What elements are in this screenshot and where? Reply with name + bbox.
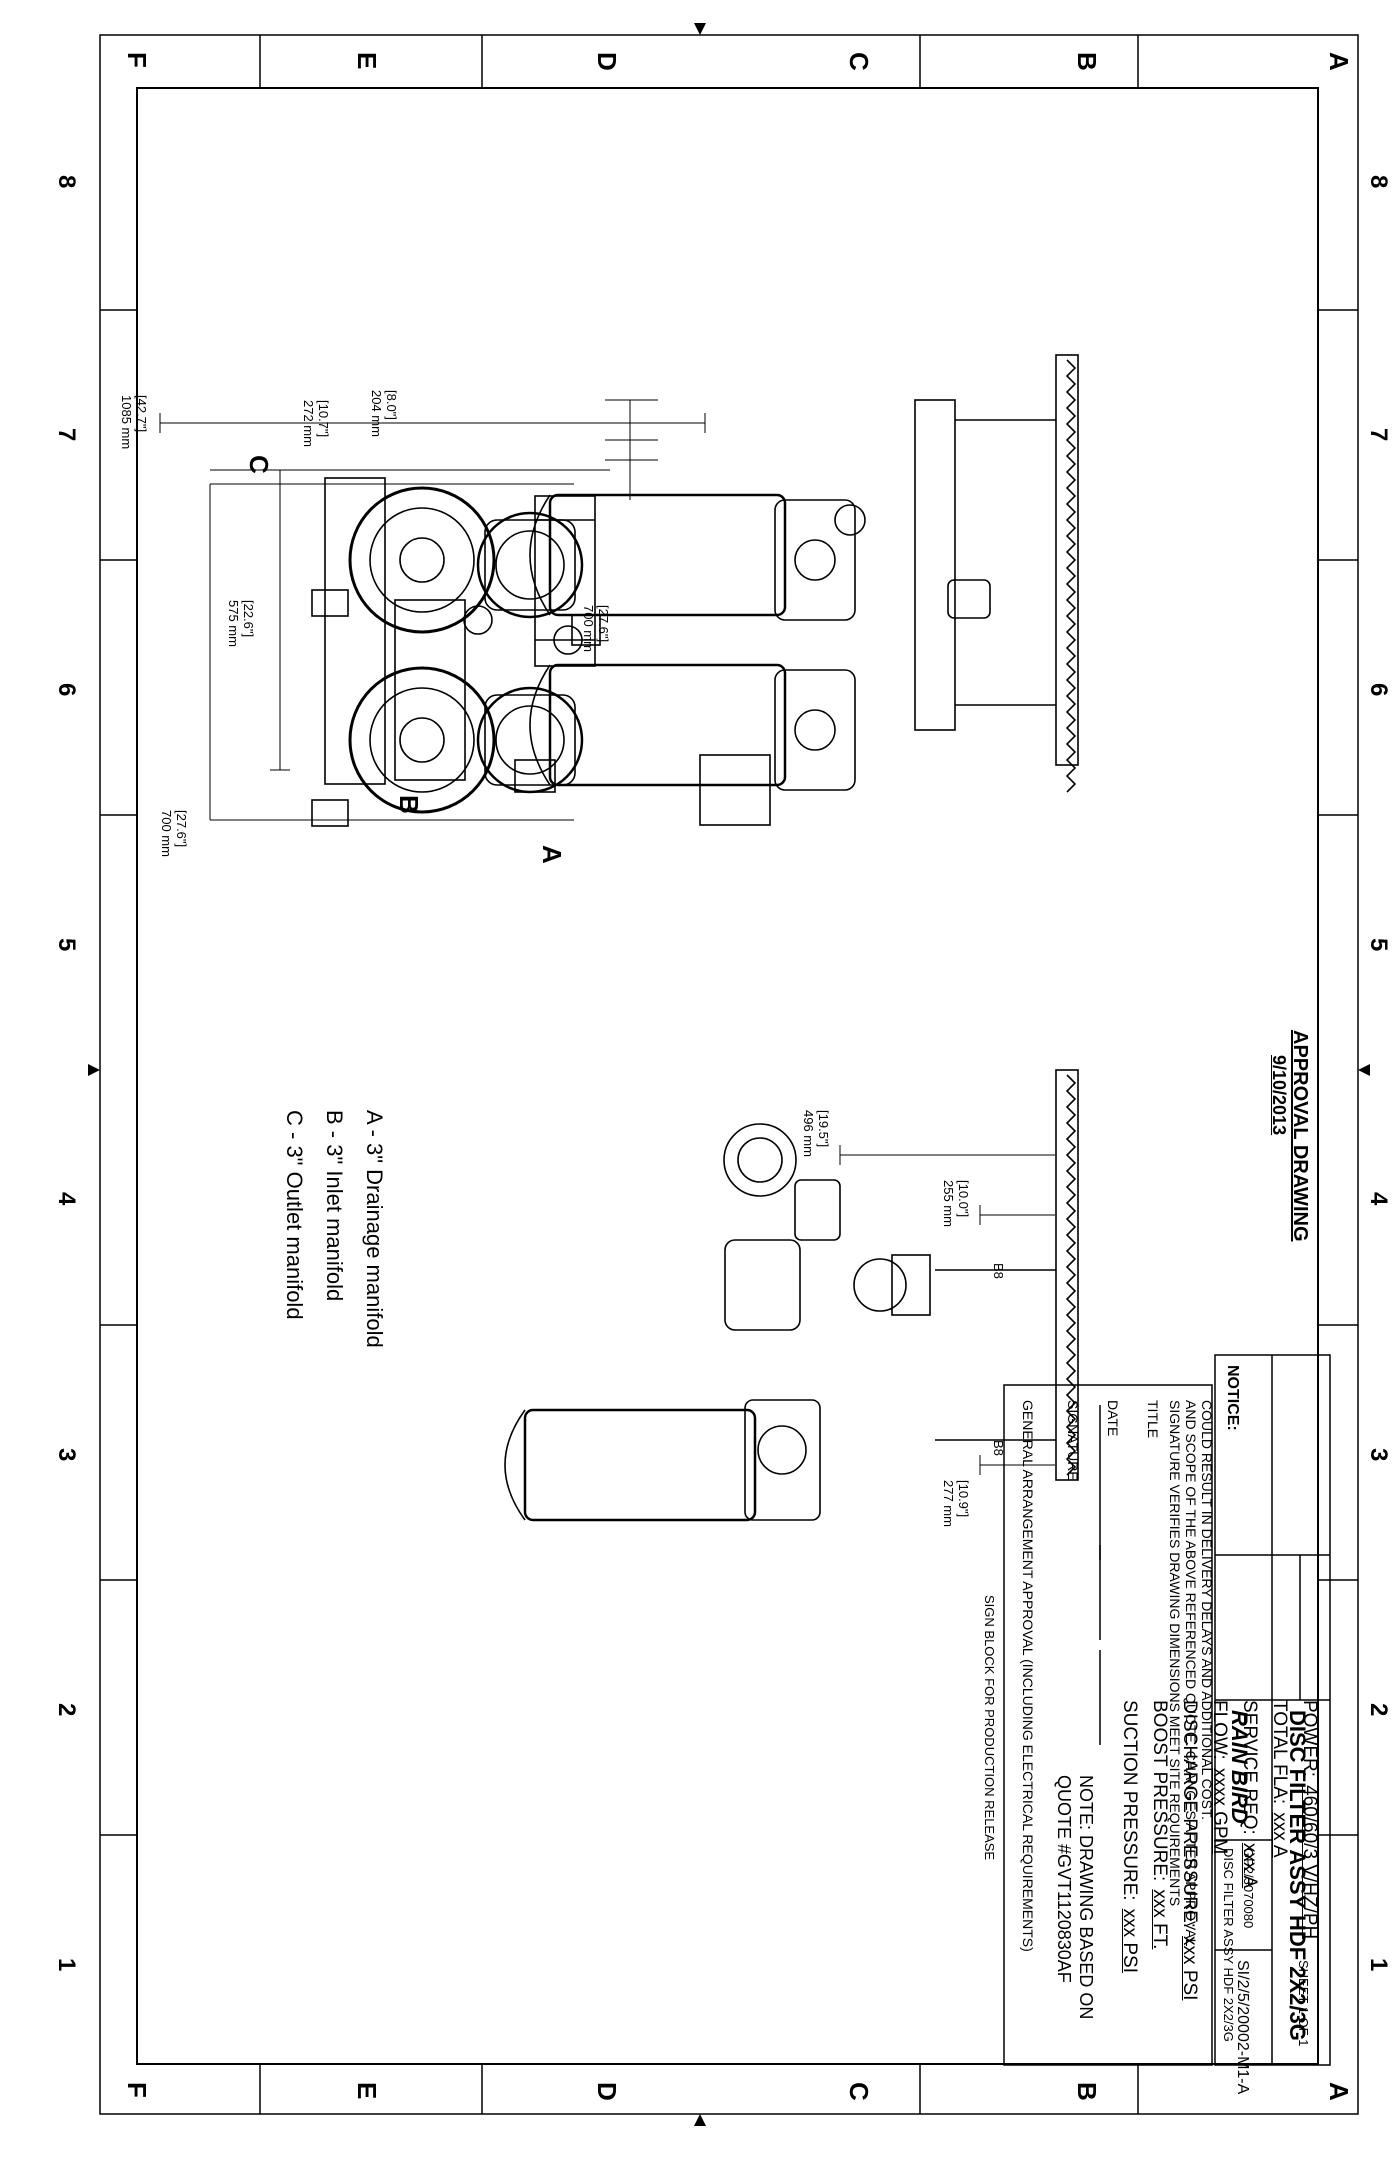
dim-255-in: [10.0"] [956, 1180, 971, 1218]
dim-204-in: [8.0"] [384, 390, 399, 420]
dim-1085-mm: 1085 mm [119, 395, 134, 450]
grid-col-6-left: 6 [1365, 683, 1392, 697]
dim-700a-mm: 700 mm [581, 605, 596, 652]
tag-b8-1: B8 [991, 1263, 1006, 1279]
grid-label-c-bottom: C [844, 2082, 874, 2101]
drawing-number: SI/2/5/20002-M1-A [1234, 1960, 1251, 2095]
brand-logo: RAIN BIRD [1227, 1710, 1252, 1824]
sign-block-verify-2: AND SCOPE OF THE ABOVE REFERENCED QUOTE.… [1183, 1400, 1199, 1947]
sign-block-header: SIGN BLOCK FOR PRODUCTION RELEASE [982, 1595, 997, 1861]
dim-255-mm: 255 mm [941, 1180, 956, 1227]
grid-col-7-right: 7 [53, 428, 80, 442]
dim-700a-in: [27.6"] [596, 605, 611, 643]
note-line-1: NOTE: DRAWING BASED ON [1076, 1775, 1096, 2020]
grid-label-e-bottom: E [352, 2082, 382, 2100]
grid-label-b-bottom: B [1072, 2082, 1102, 2101]
grid-col-7-left: 7 [1365, 428, 1392, 442]
legend-item-b: B - 3" Inlet manifold [322, 1110, 347, 1302]
grid-label-b-top: B [1072, 52, 1102, 71]
grid-label-f-top: F [122, 52, 152, 68]
grid-label-c-top: C [844, 52, 874, 71]
sheet-number: SHEET 1 OF 1 [1296, 1960, 1311, 2047]
dim-1085-in: [42.7"] [134, 395, 149, 433]
callout-a: A [537, 845, 567, 864]
callout-c: C [244, 455, 274, 474]
spec-value: xxx PSI [1119, 1908, 1140, 1973]
grid-col-4-right: 4 [53, 1192, 80, 1206]
grid-col-1-left: 1 [1365, 1958, 1392, 1972]
note-line-2: QUOTE #GVT1120830AF [1054, 1775, 1074, 1983]
spec-label: SUCTION PRESSURE: [1119, 1700, 1140, 1901]
part-number: GP2/3070080 [1241, 1848, 1256, 1929]
sign-block-date: DATE [1105, 1400, 1121, 1437]
notice-label: NOTICE: [1224, 1365, 1241, 1431]
legend-item-c: C - 3" Outlet manifold [282, 1110, 307, 1320]
grid-label-d-top: D [592, 52, 622, 71]
sign-block-title: TITLE [1145, 1400, 1161, 1439]
dim-272-mm: 272 mm [301, 400, 316, 447]
dim-700b-mm: 700 mm [159, 810, 174, 857]
dim-700b-in: [27.6"] [174, 810, 189, 848]
grid-col-1-right: 1 [53, 1958, 80, 1972]
sign-block-general: GENERAL ARRANGEMENT APPROVAL (INCLUDING … [1020, 1400, 1036, 1952]
dim-496-in: [19.5"] [816, 1110, 831, 1148]
dim-272-in: [10.7"] [316, 400, 331, 438]
grid-col-3-left: 3 [1365, 1448, 1392, 1462]
grid-col-8-right: 8 [53, 175, 80, 189]
legend-item-a: A - 3" Drainage manifold [362, 1110, 387, 1348]
approval-title: APPROVAL DRAWING [1289, 1030, 1311, 1242]
dim-575-mm: 575 mm [226, 600, 241, 647]
approval-date: 9/10/2013 [1269, 1055, 1289, 1136]
callout-b: B [394, 795, 424, 814]
sign-block-verify-1: SIGNATURE VERIFIES DRAWING DIMENSIONS ME… [1167, 1400, 1183, 1907]
sign-block-signature: SIGNATURE [1065, 1400, 1081, 1481]
grid-label-e-top: E [352, 52, 382, 70]
grid-label-a-bottom: A [1324, 2082, 1354, 2101]
grid-col-3-right: 3 [53, 1448, 80, 1462]
grid-col-6-right: 6 [53, 683, 80, 697]
grid-label-d-bottom: D [592, 2082, 622, 2101]
grid-col-5-left: 5 [1365, 938, 1392, 952]
grid-col-8-left: 8 [1365, 175, 1392, 189]
grid-col-5-right: 5 [53, 938, 80, 952]
spec-suction-pressure: SUCTION PRESSURE: xxx PSI [1118, 1700, 1140, 2060]
dim-277-mm: 277 mm [941, 1480, 956, 1527]
tag-b8-2: B8 [991, 1440, 1006, 1456]
dim-496-mm: 496 mm [801, 1110, 816, 1157]
dim-277-in: [10.9"] [956, 1480, 971, 1518]
grid-col-4-left: 4 [1365, 1192, 1392, 1206]
dim-204-mm: 204 mm [369, 390, 384, 437]
grid-col-2-right: 2 [53, 1703, 80, 1717]
dim-575-in: [22.6"] [241, 600, 256, 638]
grid-label-a-top: A [1324, 52, 1354, 71]
grid-label-f-bottom: F [122, 2082, 152, 2098]
sign-block-verify-3: COULD RESULT IN DELIVERY DELAYS AND ADDI… [1199, 1400, 1215, 1820]
grid-col-2-left: 2 [1365, 1703, 1392, 1717]
